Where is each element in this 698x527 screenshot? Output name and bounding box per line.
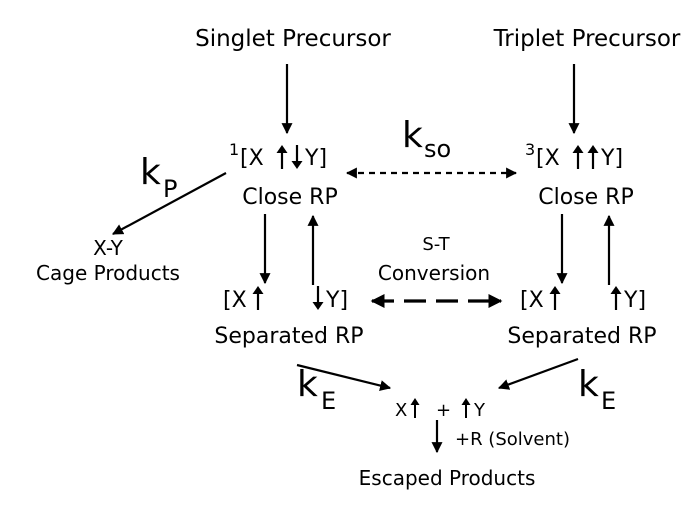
ke-right-subscript: E: [601, 387, 616, 415]
singlet-precursor-label: Singlet Precursor: [195, 26, 391, 52]
kso-k: k: [402, 115, 423, 156]
triplet-sep-right: Y]: [623, 288, 646, 313]
singlet-sep-right: Y]: [325, 288, 348, 313]
kp-k: k: [140, 152, 161, 193]
spin-down-icon: [312, 286, 324, 310]
triplet-close-rp-label: Close RP: [538, 185, 633, 210]
singlet-multiplicity: 1: [229, 140, 239, 159]
triplet-close-close: Y]: [600, 146, 623, 171]
cage-formula: X-Y: [93, 236, 124, 260]
singlet-close-close: Y]: [304, 146, 327, 171]
spin-up-icon: [610, 286, 622, 310]
spin-up-icon: [587, 145, 599, 169]
spin-up-icon: [572, 145, 584, 169]
escape-y: Y: [473, 400, 486, 421]
singlet-escape-arrow: [296, 363, 392, 391]
escape-x: X: [395, 400, 407, 421]
triplet-separated-rp-formula: [X Y]: [520, 286, 646, 313]
st-conversion-line2: Conversion: [378, 261, 490, 285]
triplet-multiplicity: 3: [525, 140, 535, 159]
st-conversion-line1: S-T: [422, 234, 450, 255]
kp-subscript: P: [163, 175, 177, 203]
ke-left-k: k: [297, 364, 318, 405]
spin-up-icon: [410, 398, 420, 418]
spin-up-icon: [461, 398, 471, 418]
escaped-products-label: Escaped Products: [359, 466, 536, 490]
triplet-close-rp-formula: 3 [X Y]: [525, 140, 623, 171]
singlet-close-rp-formula: 1 [X Y]: [229, 140, 327, 171]
singlet-close-open: [X: [240, 146, 264, 171]
cage-products-label: Cage Products: [36, 261, 180, 285]
triplet-close-open: [X: [536, 146, 560, 171]
triplet-escape-arrow: [497, 357, 579, 390]
escape-solvent: +R (Solvent): [455, 429, 570, 450]
spin-up-icon: [276, 145, 288, 169]
escape-radicals: X + Y: [395, 398, 486, 421]
spin-up-icon: [252, 286, 264, 310]
ke-right-k: k: [578, 364, 599, 405]
escape-plus: +: [436, 400, 451, 421]
kso-subscript: so: [424, 135, 451, 163]
singlet-separated-rp-formula: [X Y]: [223, 286, 348, 313]
cage-arrow: [112, 172, 227, 235]
singlet-sep-left: [X: [223, 288, 247, 313]
singlet-close-rp-label: Close RP: [242, 185, 337, 210]
singlet-separated-rp-label: Separated RP: [214, 324, 363, 349]
triplet-precursor-label: Triplet Precursor: [493, 26, 681, 52]
triplet-separated-rp-label: Separated RP: [507, 324, 656, 349]
ke-left-subscript: E: [321, 387, 336, 415]
spin-down-icon: [291, 145, 303, 169]
spin-up-icon: [549, 286, 561, 310]
triplet-sep-left: [X: [520, 288, 544, 313]
